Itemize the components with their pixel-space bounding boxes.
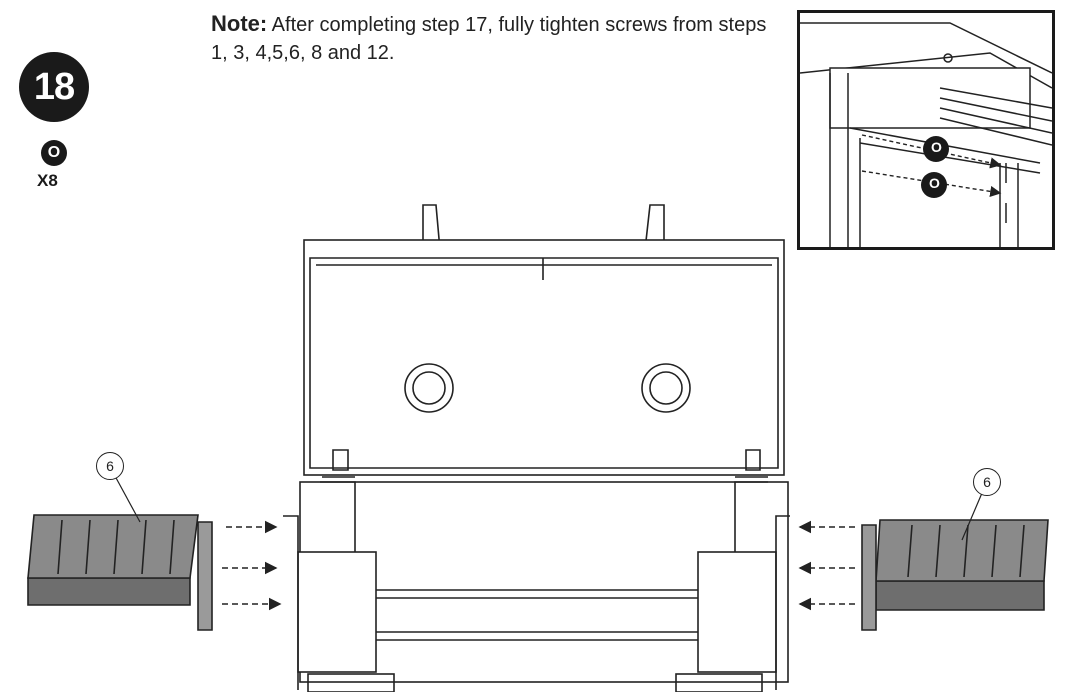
detail-inset: O O: [797, 10, 1055, 250]
hardware-quantity: X8: [37, 171, 58, 190]
step-number-badge: 18: [19, 52, 89, 122]
note-text: After completing step 17, fully tighten …: [211, 14, 767, 64]
detail-illustration: [800, 22, 1052, 247]
note-label: Note:: [211, 11, 268, 36]
inset-screw-label-top: O: [931, 139, 942, 155]
assembly-note: Note: After completing step 17, fully ti…: [211, 10, 771, 67]
callout-left-shelf: 6: [96, 452, 124, 480]
hardware-part-badge: O: [41, 140, 67, 166]
callout-right-shelf: 6: [973, 468, 1001, 496]
inset-screw-label-bottom: O: [929, 175, 940, 191]
